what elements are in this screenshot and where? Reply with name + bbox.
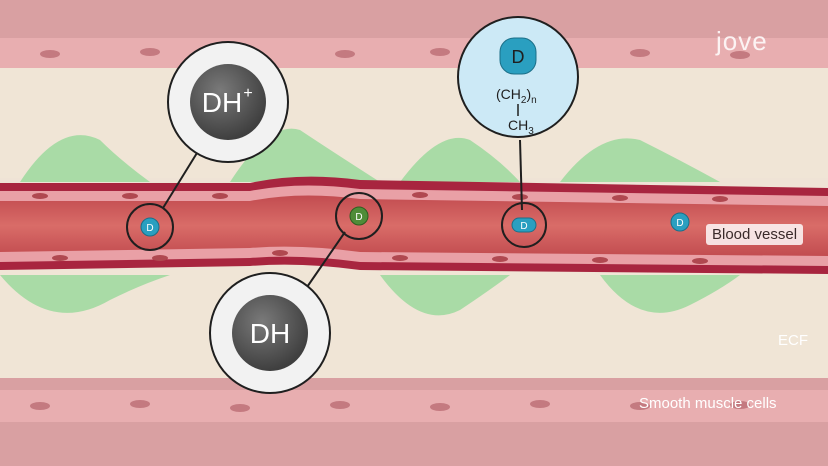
lipid-head-label: D <box>512 47 525 67</box>
chain-close: ) <box>526 86 531 102</box>
blood-vessel <box>0 176 828 274</box>
chain-subn: n <box>531 95 537 106</box>
drug-molecule-circled-blue: D <box>126 203 174 251</box>
drug-molecule-free: D <box>670 212 690 232</box>
ecf-top <box>0 68 828 178</box>
drug-molecule-circled-green: D <box>335 192 383 240</box>
chain-sub2: 2 <box>521 95 527 106</box>
bubble-neutral-drug: DH <box>209 272 331 394</box>
vessel-lumen <box>0 195 828 256</box>
drug-label: D <box>146 223 153 234</box>
smooth-muscle-top-band <box>0 38 828 68</box>
ionized-drug-label: DH <box>202 87 242 118</box>
bubble-lipophilic-drug: D (CH2)n CH3 <box>457 16 579 138</box>
drug-label: D <box>676 218 683 229</box>
tail-ch: CH <box>508 117 528 133</box>
drug-label: D <box>355 212 362 223</box>
tail-sub3: 3 <box>528 126 534 137</box>
endothelial-nuclei <box>32 192 728 264</box>
ionized-charge-label: + <box>243 85 252 102</box>
green-cells-bottom <box>0 275 740 316</box>
lipid-chain-formula: (CH2)n <box>496 86 537 106</box>
drug-molecule-circled-capsule: D <box>501 202 547 248</box>
jove-logo: jove <box>716 26 768 56</box>
lipid-tail-formula: CH3 <box>508 117 534 137</box>
drug-label: D <box>520 221 527 232</box>
smooth-muscle-bottom-nuclei <box>30 400 750 412</box>
neutral-drug-label: DH <box>250 318 290 349</box>
label-smooth-muscle: Smooth muscle cells <box>639 395 777 412</box>
bubble-ionized-drug: DH + <box>167 41 289 163</box>
chain-open: (CH <box>496 86 521 102</box>
label-ecf: ECF <box>778 332 808 349</box>
label-blood-vessel: Blood vessel <box>706 224 804 245</box>
